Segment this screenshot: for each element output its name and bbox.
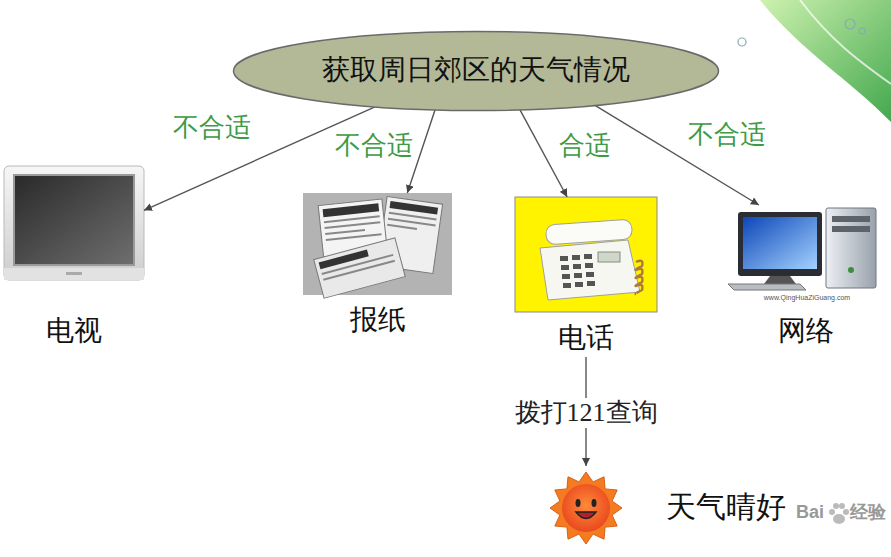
edge-label: 拨打121查询 [512, 398, 661, 428]
tv-picture [4, 166, 144, 280]
telephone-picture [560, 256, 568, 261]
computer-picture [764, 276, 796, 284]
newspaper-picture [323, 203, 380, 217]
leaf-decoration [738, 38, 746, 46]
computer-picture [728, 284, 806, 290]
sun-picture [562, 484, 610, 532]
newspaper-picture [314, 238, 405, 298]
edge-label: 不合适 [332, 131, 416, 161]
newspaper-picture [325, 229, 365, 235]
watermark-paw [833, 503, 839, 509]
watermark: Bai [796, 502, 824, 523]
sun-picture [576, 512, 596, 519]
telephone-picture [562, 274, 570, 279]
tv-picture [4, 166, 144, 280]
node-label: 天气晴好 [666, 489, 786, 525]
telephone-picture [563, 283, 571, 288]
ellipse-shape [234, 32, 719, 111]
leaf-decoration [800, 0, 891, 84]
telephone-picture [515, 197, 657, 312]
node-label: 获取周日郊区的天气情况 [322, 53, 630, 87]
node-label: 电话 [558, 321, 614, 355]
node-label: 网络 [778, 314, 834, 348]
newspaper-picture [314, 238, 405, 298]
leaf-decoration [738, 0, 891, 122]
sun-picture [592, 499, 597, 507]
edge-label: 不合适 [685, 120, 769, 150]
telephone-picture [545, 219, 632, 245]
telephone-picture [574, 273, 582, 278]
watermark-paw [829, 503, 849, 524]
telephone-picture [584, 254, 592, 259]
telephone-picture [636, 261, 643, 294]
result-node: 天气晴好 [535, 466, 790, 550]
tv-picture [15, 176, 133, 264]
telephone-picture [598, 252, 620, 262]
newspaper-picture [326, 233, 382, 241]
telephone-picture [515, 197, 657, 312]
edge-label: 合适 [556, 131, 614, 161]
sun-picture [550, 472, 622, 544]
internet-option: 网络 [728, 205, 884, 350]
watermark-paw [829, 509, 835, 515]
computer-picture [826, 208, 876, 288]
tv-picture [4, 268, 144, 280]
url-text: www.QingHuaZiGuang.com [764, 294, 850, 302]
newspaper-picture [324, 221, 380, 229]
telephone-picture [586, 272, 594, 277]
telephone-picture [572, 255, 580, 260]
sun-picture [550, 472, 622, 544]
node-label: 报纸 [350, 303, 406, 337]
edge-label: 不合适 [170, 113, 254, 143]
leaf-decoration [760, 0, 891, 122]
newspaper-picture [303, 193, 452, 298]
tv-picture [13, 174, 135, 266]
telephone-option: 电话 [515, 197, 657, 357]
telephone-picture [540, 240, 640, 300]
computer-picture [738, 212, 822, 276]
node-label: 电视 [46, 314, 102, 348]
computer-picture [743, 217, 817, 269]
computer-picture [848, 267, 854, 273]
newspaper-picture [390, 201, 439, 215]
goal-ellipse: 获取周日郊区的天气情况 [232, 30, 720, 112]
watermark-paw [843, 509, 849, 515]
tv-option: 电视 [4, 166, 144, 350]
sun-picture [576, 499, 581, 507]
newspaper-picture [324, 215, 380, 223]
tv-picture [66, 272, 82, 275]
telephone-picture [587, 281, 595, 286]
telephone-picture [585, 263, 593, 268]
computer-picture [832, 216, 870, 222]
leaf-decoration [859, 28, 865, 34]
newspaper-option: 报纸 [303, 193, 452, 339]
telephone-picture [573, 264, 581, 269]
watermark-paw [839, 503, 845, 509]
telephone-picture [575, 282, 583, 287]
telephone-picture [561, 265, 569, 270]
leaf-decoration [845, 19, 855, 29]
computer-picture [728, 208, 876, 290]
telephone-picture [560, 254, 595, 288]
newspaper-picture [319, 250, 369, 270]
watermark-paw [833, 514, 845, 524]
computer-picture [832, 226, 870, 232]
newspaper-picture [387, 224, 417, 230]
watermark: 经验 [850, 502, 886, 523]
newspaper-picture [323, 260, 395, 281]
